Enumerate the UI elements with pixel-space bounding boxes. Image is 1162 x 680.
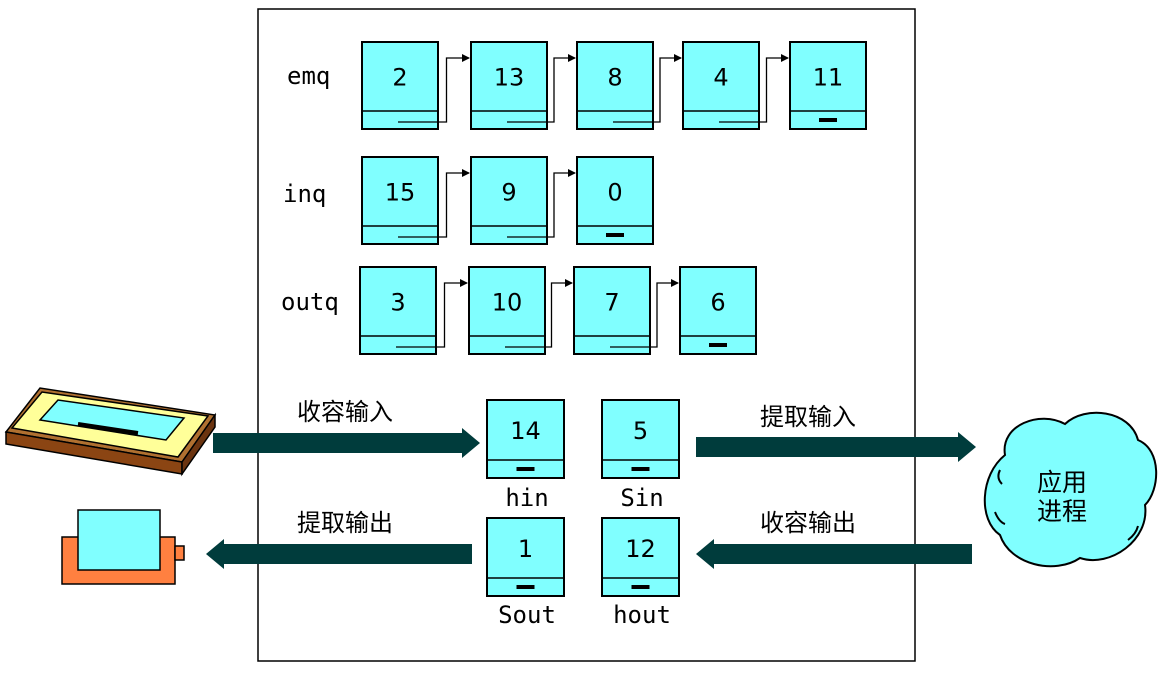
buffer-sin: 5	[601, 399, 680, 479]
link-arrowhead	[565, 279, 573, 287]
null-pointer-mark	[631, 585, 650, 589]
queue-buffer: 15	[361, 156, 439, 245]
arrow-label-extract-output: 提取输出	[297, 509, 393, 537]
work-buffer-label-hout: hout	[613, 601, 671, 629]
printer-icon	[61, 509, 185, 585]
link-pointer	[398, 172, 469, 238]
process-label-line2: 进程	[1037, 497, 1087, 526]
buffer-value: 1	[518, 535, 533, 563]
null-pointer-mark	[819, 118, 837, 122]
buffer-value: 15	[385, 179, 416, 207]
link-pointer	[505, 282, 572, 348]
queue-buffer: 11	[789, 41, 867, 130]
queue-buffer: 9	[470, 156, 548, 245]
link-pointer	[613, 57, 681, 123]
buffer-hin: 14	[486, 399, 565, 479]
process-label-line1: 应用	[1037, 468, 1087, 497]
queue-buffer: 0	[576, 156, 654, 245]
arrow-label-collect-input: 收容输入	[297, 398, 393, 426]
queue-label-inq: inq	[283, 180, 326, 208]
link-arrowhead	[462, 169, 470, 177]
buffer-value: 14	[510, 417, 541, 445]
link-pointer	[396, 282, 467, 348]
link-arrowhead	[460, 279, 468, 287]
link-pointer	[719, 57, 788, 123]
queue-buffer: 8	[576, 41, 654, 130]
null-pointer-mark	[516, 467, 535, 471]
queue-buffer: 4	[682, 41, 760, 130]
queue-buffer: 7	[573, 266, 651, 355]
queue-outq: 3 10 7 6	[359, 266, 757, 355]
link-pointer	[507, 57, 575, 123]
buffer-value: 3	[390, 289, 405, 317]
link-pointer	[398, 57, 469, 123]
buffer-value: 11	[813, 64, 844, 92]
buffer-value: 12	[625, 535, 656, 563]
null-pointer-mark	[606, 233, 624, 237]
buffer-value: 5	[633, 417, 648, 445]
queue-buffer: 6	[679, 266, 757, 355]
buffer-hout: 12	[601, 517, 680, 597]
null-pointer-mark	[631, 467, 650, 471]
link-pointer	[507, 172, 575, 238]
work-buffer-label-sout: Sout	[498, 601, 556, 629]
arrow-extract-input	[696, 432, 976, 462]
link-arrowhead	[671, 279, 679, 287]
link-arrowhead	[568, 169, 576, 177]
buffer-value: 2	[392, 64, 407, 92]
buffer-value: 0	[607, 179, 622, 207]
queue-buffer: 3	[359, 266, 437, 355]
buffer-value: 13	[494, 64, 525, 92]
arrow-extract-output	[206, 539, 472, 569]
queue-buffer: 10	[468, 266, 546, 355]
queue-label-outq: outq	[281, 288, 339, 316]
arrow-label-collect-output: 收容输出	[760, 509, 856, 537]
link-arrowhead	[781, 54, 789, 62]
buffer-value: 6	[710, 289, 725, 317]
link-arrowhead	[568, 54, 576, 62]
work-buffers: 14 5 1 12	[486, 399, 680, 597]
arrow-collect-output	[696, 539, 972, 569]
buffer-sout: 1	[486, 517, 565, 597]
buffer-value: 7	[604, 289, 619, 317]
arrow-collect-input	[213, 428, 480, 458]
buffer-value: 9	[501, 179, 516, 207]
buffer-value: 4	[713, 64, 728, 92]
queue-emq: 2 13 8 4 11	[361, 41, 867, 130]
link-arrowhead	[462, 54, 470, 62]
null-pointer-mark	[516, 585, 535, 589]
work-buffer-label-hin: hin	[505, 484, 548, 512]
queue-buffer: 2	[361, 41, 439, 130]
input-device-icon	[4, 387, 217, 477]
buffer-value: 10	[492, 289, 523, 317]
link-pointer	[610, 282, 678, 348]
process-cloud-icon	[983, 411, 1158, 568]
link-arrowhead	[674, 54, 682, 62]
queue-label-emq: emq	[287, 62, 330, 90]
work-buffer-label-sin: Sin	[620, 484, 663, 512]
buffer-value: 8	[607, 64, 622, 92]
arrow-label-extract-input: 提取输入	[760, 403, 856, 431]
queue-buffer: 13	[470, 41, 548, 130]
null-pointer-mark	[709, 343, 727, 347]
